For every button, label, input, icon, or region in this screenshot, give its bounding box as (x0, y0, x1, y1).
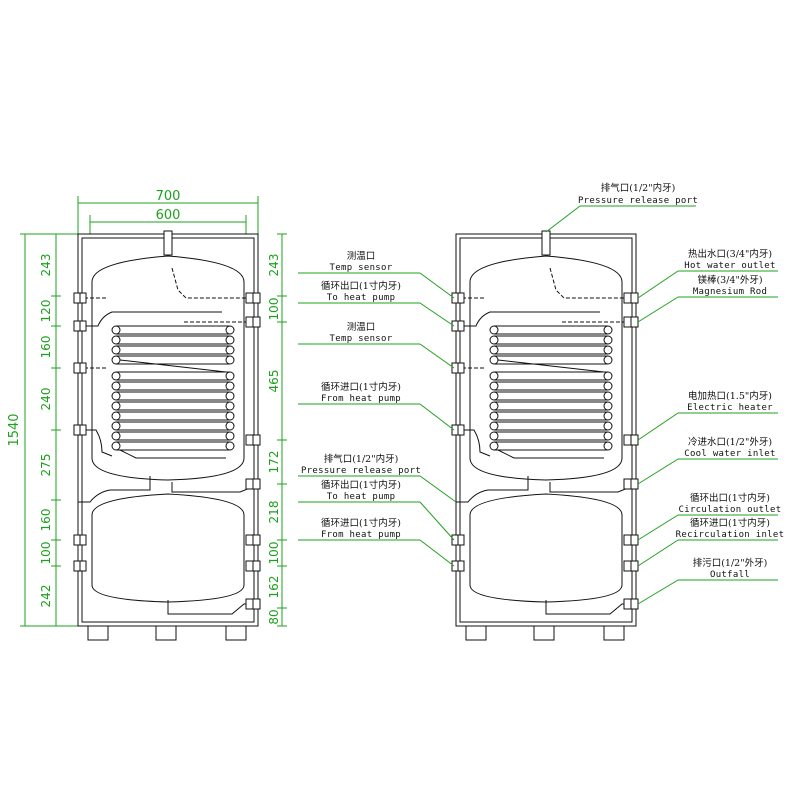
top-label-cn: 排气口(1/2"内牙) (601, 182, 676, 194)
port-label-en: Recirculation inlet (676, 530, 785, 540)
port-label-cn: 循环进口(1寸内牙) (321, 517, 401, 529)
port-label-en: Electric heater (687, 403, 773, 413)
port-label-cn: 镁棒(3/4"外牙) (697, 274, 762, 286)
lower-buffer-tank (91, 493, 245, 603)
segment-dimension-label: 100 (267, 542, 281, 565)
segment-dimension-label: 100 (267, 298, 281, 321)
right-lower-buffer-tank (469, 493, 623, 603)
right-upper-inner-tank (469, 255, 623, 481)
port-label-en: To heat pump (327, 293, 396, 303)
port-label-cn: 电加热口(1.5"内牙) (688, 390, 772, 402)
left-segment-dimensions: 243 120 160 240 275 160 100 242 (39, 233, 61, 627)
segment-dimension-label: 100 (39, 542, 53, 565)
right-segment-dimensions: 243 100 465 172 218 100 162 80 (267, 233, 287, 627)
right-heat-exchanger-coil (489, 325, 613, 459)
port-label-cn: 排气口(1/2"内牙) (324, 453, 399, 465)
port-label-cn: 测温口 (347, 322, 376, 333)
segment-dimension-label: 218 (267, 501, 281, 524)
port-label-en: Temp sensor (330, 263, 393, 273)
width-dimension-600: 600 (89, 208, 247, 234)
port-label-en: Circulation outlet (679, 505, 782, 515)
segment-dimension-label: 80 (267, 609, 281, 624)
port-label-en: Outfall (710, 570, 750, 580)
port-label-en: From heat pump (321, 394, 401, 404)
port-label-cn: 热出水口(3/4"内牙) (688, 248, 772, 260)
top-label-pressure-release: 排气口(1/2"内牙) Pressure release port (545, 182, 698, 233)
vent-pipe (163, 230, 173, 256)
width-700-label: 700 (156, 189, 181, 204)
right-tank (451, 230, 639, 641)
segment-dimension-label: 240 (39, 388, 53, 411)
port-label-cn: 循环出口(1寸内牙) (321, 280, 401, 292)
segment-dimension-label: 120 (39, 300, 53, 323)
heat-exchanger-coil (111, 325, 235, 459)
top-label-en: Pressure release port (578, 196, 698, 206)
right-vent-pipe (541, 230, 551, 256)
segment-dimension-label: 160 (39, 336, 53, 359)
segment-dimension-label: 162 (267, 576, 281, 599)
segment-dimension-label: 172 (267, 451, 281, 474)
port-label-en: To heat pump (327, 492, 396, 502)
total-height-label: 1540 (7, 413, 22, 446)
upper-inner-tank (91, 255, 245, 481)
width-600-label: 600 (156, 208, 181, 223)
port-label-cn: 冷进水口(1/2"外牙) (688, 436, 772, 448)
port-label-cn: 排污口(1/2"外牙) (693, 557, 768, 569)
total-height-dimension: 1540 (7, 233, 80, 627)
port-label-en: Pressure release port (301, 466, 421, 476)
segment-dimension-label: 275 (39, 454, 53, 477)
port-label-cn: 测温口 (347, 251, 376, 262)
left-tank (73, 230, 261, 641)
segment-dimension-label: 160 (39, 509, 53, 532)
port-label-en: Hot water outlet (684, 261, 776, 271)
port-label-cn: 循环出口(1寸内牙) (690, 492, 770, 504)
right-port-labels: 热出水口(3/4"内牙)Hot water outlet 镁棒(3/4"外牙)Ma… (637, 248, 785, 605)
port-label-en: Temp sensor (330, 334, 393, 344)
segment-dimension-label: 243 (39, 254, 53, 277)
port-label-en: Magnesium Rod (693, 287, 767, 297)
port-label-en: From heat pump (321, 530, 401, 540)
port-label-cn: 循环进口(1寸内牙) (321, 381, 401, 393)
port-label-cn: 循环出口(1寸内牙) (321, 479, 401, 491)
port-label-cn: 循环进口(1寸内牙) (690, 517, 770, 529)
port-label-en: Cool water inlet (684, 449, 776, 459)
segment-dimension-label: 242 (39, 585, 53, 608)
segment-dimension-label: 243 (267, 254, 281, 277)
width-dimension-700: 700 (77, 189, 259, 234)
segment-dimension-label: 465 (267, 370, 281, 393)
